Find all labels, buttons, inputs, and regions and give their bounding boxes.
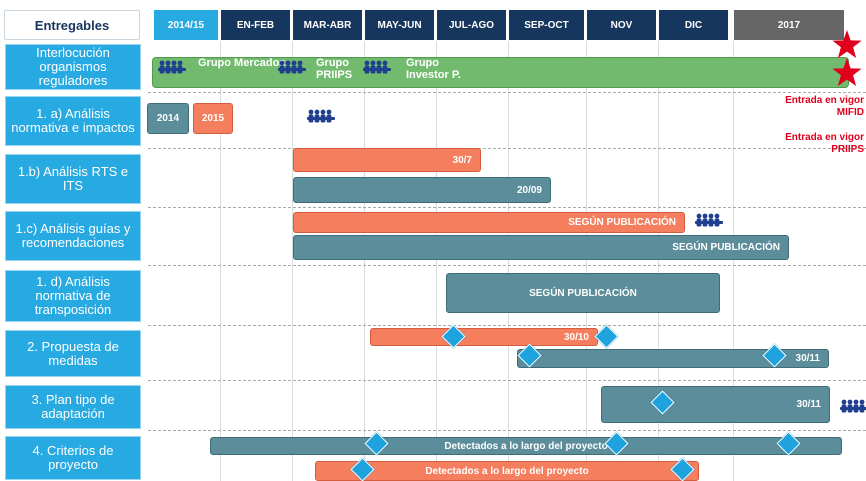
row-separator [148,148,866,149]
row-separator [148,92,866,93]
group-investor-label: Grupo Investor P. [406,57,461,81]
regulators-bar [152,57,849,88]
col-jul-ago: JUL-AGO [436,9,507,41]
red-star-icon [832,58,862,86]
bar-criterios-teal: Detectados a lo largo del proyecto [210,437,842,455]
bar-propuesta-salmon: 30/10 [370,328,598,346]
grid-line [436,41,437,481]
bar-2014: 2014 [147,103,189,134]
people-group-icon [363,59,391,75]
bar-2015: 2015 [193,103,233,134]
row-label-analisis-normativa: 1. a) Análisis normativa e impactos [5,96,141,146]
row-label-plan: 3. Plan tipo de adaptación [5,385,141,429]
row-label-guias: 1.c) Análisis guías y recomendaciones [5,211,141,261]
bar-rts-teal: 20/09 [293,177,551,203]
col-en-feb: EN-FEB [220,9,291,41]
people-group-icon [840,398,866,414]
row-label-rts-its: 1.b) Análisis RTS e ITS [5,154,141,204]
col-dic: DIC [658,9,729,41]
row-separator [148,380,866,381]
group-mercados-label: Grupo Mercados [198,57,286,69]
bar-plan: 30/11 [601,386,830,423]
red-star-icon [832,30,862,58]
grid-line [364,41,365,481]
grid-line [658,41,659,481]
bar-transposicion: SEGÚN PUBLICACIÓN [446,273,720,313]
row-label-interlocucion: Interlocución organismos reguladores [5,44,141,90]
grid-line [733,41,734,481]
people-group-icon [158,59,186,75]
people-group-icon [307,108,335,124]
row-separator [148,325,866,326]
bar-guias-teal: SEGÚN PUBLICACIÓN [293,235,789,260]
grid-line [220,41,221,481]
milestone-diamond-icon [594,324,619,349]
grid-line [292,41,293,481]
col-nov: NOV [586,9,657,41]
grid-line [508,41,509,481]
people-group-icon [278,59,306,75]
col-mar-abr: MAR-ABR [292,9,363,41]
bar-rts-salmon: 30/7 [293,148,481,172]
note-mifid: Entrada en vigor MIFID [785,95,864,118]
row-separator [148,207,866,208]
bar-propuesta-teal: 30/11 [517,349,829,368]
bar-guias-salmon: SEGÚN PUBLICACIÓN [293,212,685,233]
col-2017: 2017 [733,9,845,41]
row-label-criterios: 4. Criterios de proyecto [5,436,141,480]
col-2014-15: 2014/15 [153,9,219,41]
row-separator [148,265,866,266]
row-separator [148,430,866,431]
grid-line [586,41,587,481]
col-may-jun: MAY-JUN [364,9,435,41]
row-label-transposicion: 1. d) Análisis normativa de transposició… [5,270,141,322]
row-label-propuesta: 2. Propuesta de medidas [5,330,141,377]
group-priips-label: Grupo PRIIPS [316,57,353,81]
col-sep-oct: SEP-OCT [508,9,585,41]
people-group-icon [695,212,723,228]
note-priips: Entrada en vigor PRIIPS [785,132,864,155]
deliverables-header: Entregables [4,10,140,40]
